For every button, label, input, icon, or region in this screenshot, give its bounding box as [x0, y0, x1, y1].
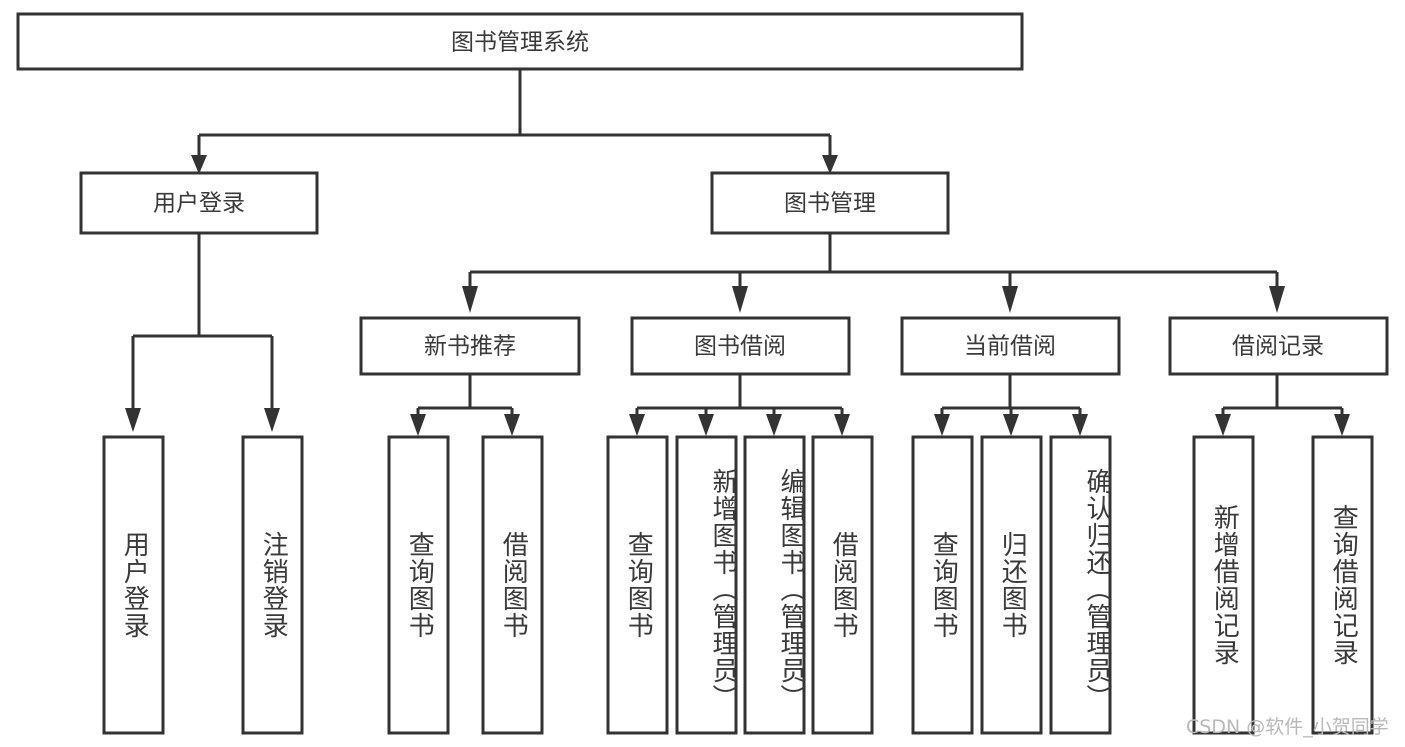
arrow-current-to-leaf-1 — [934, 414, 950, 436]
node-root[interactable]: 图书管理系统 — [16, 12, 1024, 71]
arrow-root-to-book-manage — [822, 155, 838, 174]
arrow-borrow-to-leaf-1 — [629, 414, 645, 436]
arrow-new-book-to-leaf-2 — [504, 414, 520, 436]
connector-group-record — [1215, 374, 1350, 436]
node-borrow-record-box[interactable] — [1168, 316, 1389, 376]
arrow-book-manage-to-current — [1002, 286, 1018, 313]
arrow-borrow-to-leaf-3 — [766, 414, 782, 436]
node-user-login-label: 用户登录 — [153, 191, 245, 217]
node-new-book-recommend-box[interactable] — [359, 316, 581, 376]
node-current-borrow-label: 当前借阅 — [964, 334, 1056, 360]
node-book-borrow-label: 图书借阅 — [694, 334, 786, 360]
connector-group-root — [191, 69, 838, 174]
leaf-box-query-book-current[interactable] — [911, 435, 974, 735]
arrow-current-to-leaf-3 — [1072, 414, 1088, 436]
leaf-box-return-book[interactable] — [980, 435, 1043, 735]
arrow-record-to-leaf-1 — [1215, 414, 1231, 436]
leaf-box-query-book-recommend[interactable] — [387, 435, 450, 735]
node-book-manage-box[interactable] — [710, 171, 950, 235]
arrow-borrow-to-leaf-4 — [834, 414, 850, 436]
connector-group-user-login — [125, 233, 280, 432]
node-new-book-recommend[interactable]: 新书推荐 — [359, 316, 581, 376]
arrow-current-to-leaf-2 — [1003, 414, 1019, 436]
arrow-book-manage-to-record — [1269, 286, 1285, 313]
leaf-box-borrow-book-recommend[interactable] — [481, 435, 544, 735]
node-new-book-recommend-label: 新书推荐 — [424, 334, 516, 360]
connector-group-new-book — [410, 374, 520, 436]
leaf-box-edit-book-admin[interactable] — [743, 435, 806, 735]
arrow-root-to-user-login — [191, 155, 207, 174]
leaf-box-logout[interactable] — [241, 435, 304, 735]
node-book-borrow-box[interactable] — [630, 316, 851, 376]
leaf-box-borrow-book[interactable] — [811, 435, 874, 735]
watermark-text: CSDN @软件_小贺同学 — [1186, 716, 1389, 738]
connector-group-current-borrow — [934, 374, 1088, 436]
leaf-box-add-borrow-record[interactable] — [1192, 435, 1255, 735]
node-user-login[interactable]: 用户登录 — [79, 171, 319, 235]
node-current-borrow[interactable]: 当前借阅 — [900, 316, 1121, 376]
arrow-borrow-to-leaf-2 — [698, 414, 714, 436]
node-borrow-record-label: 借阅记录 — [1232, 334, 1324, 360]
arrow-user-login-to-leaf-2 — [264, 408, 280, 432]
leaf-box-user-login[interactable] — [102, 435, 165, 735]
connector-group-book-manage — [462, 233, 1285, 313]
node-book-borrow[interactable]: 图书借阅 — [630, 316, 851, 376]
node-book-manage-label: 图书管理 — [784, 191, 876, 217]
arrow-book-manage-to-new-book — [462, 286, 478, 313]
arrow-book-manage-to-borrow — [732, 286, 748, 313]
node-root-box[interactable] — [16, 12, 1024, 71]
leaf-box-query-book-borrow[interactable] — [606, 435, 669, 735]
leaf-box-confirm-return-admin[interactable] — [1049, 435, 1112, 735]
arrow-new-book-to-leaf-1 — [410, 414, 426, 436]
node-user-login-box[interactable] — [79, 171, 319, 235]
leaf-box-query-borrow-record[interactable] — [1311, 435, 1374, 735]
node-root-label: 图书管理系统 — [451, 30, 589, 56]
arrow-user-login-to-leaf-1 — [125, 408, 141, 432]
node-current-borrow-box[interactable] — [900, 316, 1121, 376]
node-book-manage[interactable]: 图书管理 — [710, 171, 950, 235]
leaf-box-add-book-admin[interactable] — [675, 435, 738, 735]
connector-group-borrow — [629, 374, 850, 436]
node-borrow-record[interactable]: 借阅记录 — [1168, 316, 1389, 376]
arrow-record-to-leaf-2 — [1334, 414, 1350, 436]
